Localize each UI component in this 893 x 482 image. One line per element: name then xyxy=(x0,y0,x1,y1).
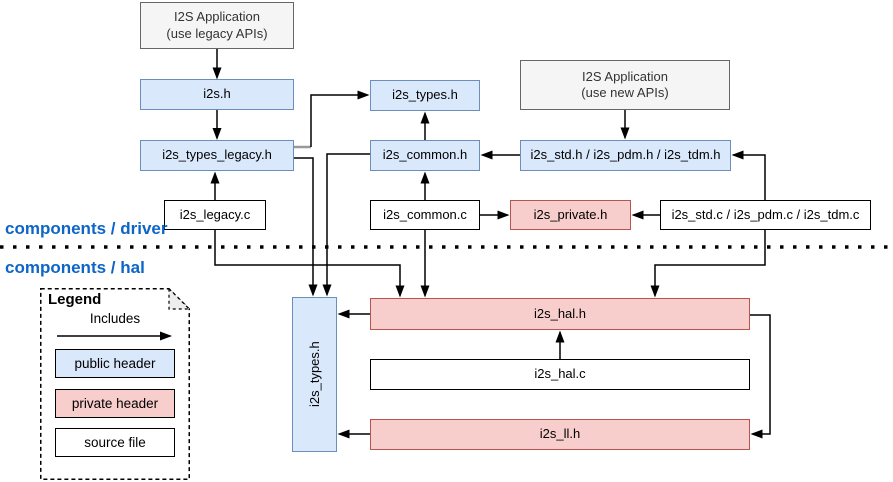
edge-i2s-std-c-to-i2s-std-h xyxy=(731,150,766,200)
node-i2s-legacy-c: i2s_legacy.c xyxy=(164,200,266,230)
node-i2s-private-h: i2s_private.h xyxy=(510,200,631,230)
edge-i2s-std-c-to-i2s-hal-h xyxy=(650,230,766,298)
node-i2s-hal-h: i2s_hal.h xyxy=(370,298,750,330)
label-components-driver: components / driver xyxy=(5,219,168,238)
node-i2s-ll-h: i2s_ll.h xyxy=(370,419,750,450)
legend-title: Legend xyxy=(48,291,102,308)
node-i2s-h: i2s.h xyxy=(140,79,294,110)
edge-i2s-hal-h-to-i2s-ll-h xyxy=(750,314,771,439)
node-hal-i2s-types-h: i2s_types.h xyxy=(292,297,337,452)
node-i2s-types-legacy-h: i2s_types_legacy.h xyxy=(140,140,294,171)
node-i2s-common-h: i2s_common.h xyxy=(370,140,480,171)
edge-i2s-types-legacy-h-to-i2s-types-h xyxy=(310,90,370,147)
node-i2s-types-h: i2s_types.h xyxy=(370,80,480,111)
node-i2s-hal-c: i2s_hal.c xyxy=(370,359,750,390)
legend-item-source-file: source file xyxy=(55,428,175,457)
node-i2s-application-new: I2S Application (use new APIs) xyxy=(520,60,730,110)
node-i2s-std-pdm-tdm-h: i2s_std.h / i2s_pdm.h / i2s_tdm.h xyxy=(520,140,731,171)
legend-includes-label: Includes xyxy=(89,311,141,326)
node-i2s-std-pdm-tdm-c: i2s_std.c / i2s_pdm.c / i2s_tdm.c xyxy=(660,200,871,230)
edge-i2s-types-legacy-h-to-hal-i2s-types-h xyxy=(294,157,318,297)
legend: Legend Includes public header private he… xyxy=(40,288,190,480)
legend-folded-corner-icon xyxy=(168,288,190,310)
edge-i2s-common-h-to-hal-i2s-types-h xyxy=(322,153,370,297)
label-components-hal: components / hal xyxy=(5,258,145,277)
edge-i2s-legacy-c-to-i2s-hal-h xyxy=(214,230,405,298)
node-i2s-application-legacy: I2S Application (use legacy APIs) xyxy=(140,2,294,49)
hal-i2s-types-h-label: i2s_types.h xyxy=(306,341,322,408)
legend-item-private-header: private header xyxy=(55,389,175,418)
node-i2s-common-c: i2s_common.c xyxy=(370,200,480,230)
legend-item-public-header: public header xyxy=(55,349,175,378)
